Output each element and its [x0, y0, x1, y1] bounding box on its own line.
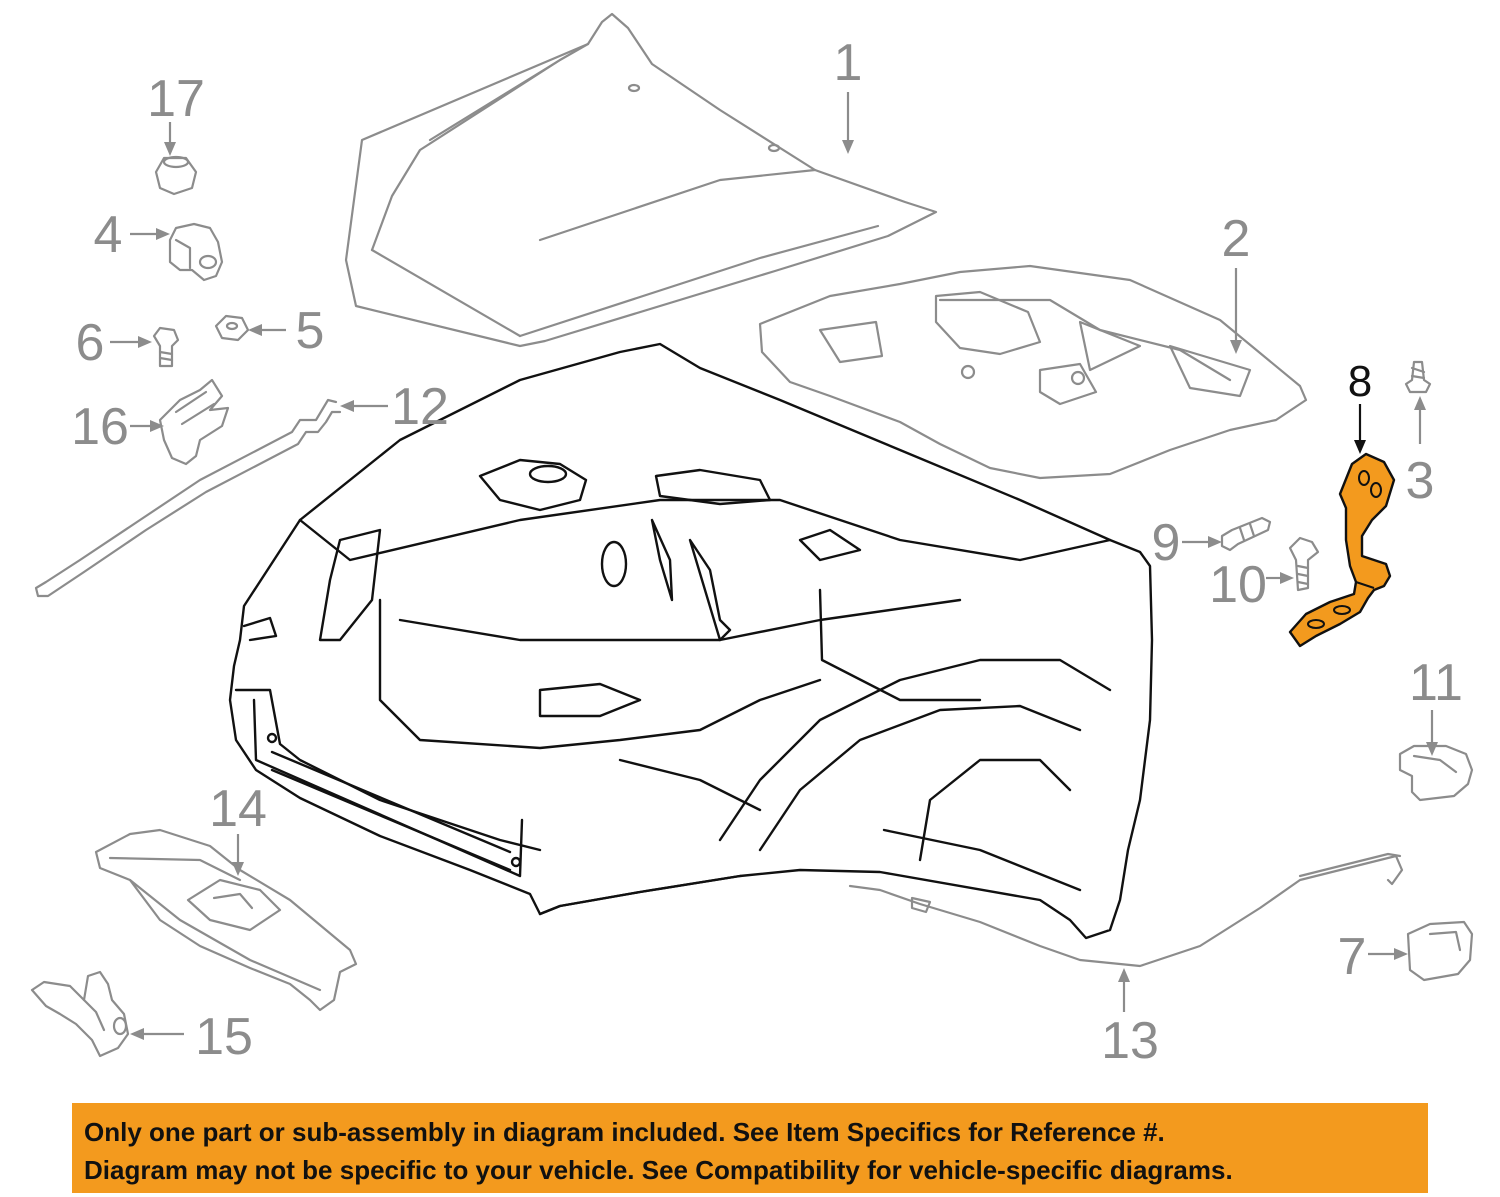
callout-12: 12 [340, 378, 449, 436]
callout-16: 16 [71, 398, 164, 456]
vehicle-front-body [228, 342, 1154, 940]
hood-hinge-8-part [1288, 452, 1396, 648]
bracket-4-part [168, 222, 224, 282]
disclaimer-line-2: Diagram may not be specific to your vehi… [84, 1155, 1233, 1185]
callout-5: 5 [248, 302, 324, 360]
svg-text:11: 11 [1409, 654, 1463, 712]
clip-16-part [158, 378, 230, 466]
callout-1: 1 [834, 34, 863, 154]
bracket-15-part [30, 970, 130, 1058]
svg-text:6: 6 [76, 314, 105, 372]
callout-2: 2 [1222, 210, 1251, 354]
bolt-10-part [1288, 536, 1320, 592]
callout-13: 13 [1101, 968, 1159, 1070]
svg-text:8: 8 [1348, 357, 1372, 406]
callout-3: 3 [1406, 396, 1435, 510]
bolt-9-part [1220, 516, 1272, 552]
callout-7: 7 [1338, 928, 1408, 986]
callout-4: 4 [94, 206, 170, 264]
release-cable-13-part [848, 852, 1404, 968]
hood-part [344, 12, 938, 348]
bolt-6-part [152, 326, 180, 368]
callout-8: 8 [1348, 357, 1372, 454]
callout-15: 15 [130, 1008, 253, 1066]
splash-shield-14-part [94, 828, 358, 1012]
disclaimer-banner: Only one part or sub-assembly in diagram… [72, 1103, 1428, 1193]
svg-text:10: 10 [1209, 556, 1267, 614]
svg-text:12: 12 [391, 378, 449, 436]
bolt-3-part [1404, 360, 1432, 394]
svg-text:2: 2 [1222, 210, 1251, 268]
prop-rod-12-part [34, 398, 342, 598]
svg-text:14: 14 [209, 780, 267, 838]
callout-6: 6 [76, 314, 152, 372]
callout-10: 10 [1209, 556, 1294, 614]
svg-text:7: 7 [1338, 928, 1367, 986]
callout-14: 14 [209, 780, 267, 876]
callout-17: 17 [147, 70, 205, 156]
disclaimer-line-1: Only one part or sub-assembly in diagram… [84, 1117, 1165, 1147]
callout-11: 11 [1409, 654, 1463, 756]
grommet-17-part [154, 155, 198, 196]
svg-text:5: 5 [296, 302, 325, 360]
bumper-7-part [1406, 920, 1474, 982]
nut-5-part [214, 314, 250, 342]
bumper-11-part [1398, 744, 1474, 802]
svg-text:1: 1 [834, 34, 863, 92]
svg-text:9: 9 [1152, 514, 1181, 572]
svg-text:13: 13 [1101, 1012, 1159, 1070]
svg-text:17: 17 [147, 70, 205, 128]
hood-insulator-part [758, 264, 1308, 480]
svg-text:16: 16 [71, 398, 129, 456]
svg-text:3: 3 [1406, 452, 1435, 510]
svg-text:15: 15 [195, 1008, 253, 1066]
svg-text:4: 4 [94, 206, 123, 264]
callout-9: 9 [1152, 514, 1222, 572]
